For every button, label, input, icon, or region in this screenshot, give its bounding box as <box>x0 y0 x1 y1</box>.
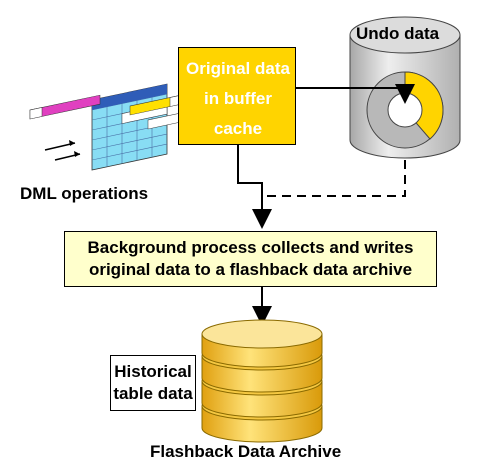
buffer-cache-box <box>178 47 296 145</box>
dml-table-icon <box>29 83 191 171</box>
flashback-archive-label: Flashback Data Archive <box>150 442 342 461</box>
background-process-box: Background process collects and writes o… <box>64 231 437 287</box>
undo-data-label: Undo data <box>356 24 440 43</box>
buffer-cache-label: Original data in buffer cache <box>186 59 290 138</box>
historical-table-data-box: Historical table data <box>110 355 196 411</box>
dml-operations-label: DML operations <box>20 184 149 203</box>
buffer-to-undo-arrow <box>296 84 415 104</box>
undo-to-process-dashed <box>262 160 406 197</box>
buffer-to-process-arrow <box>237 145 272 229</box>
archive-stack <box>201 319 323 443</box>
